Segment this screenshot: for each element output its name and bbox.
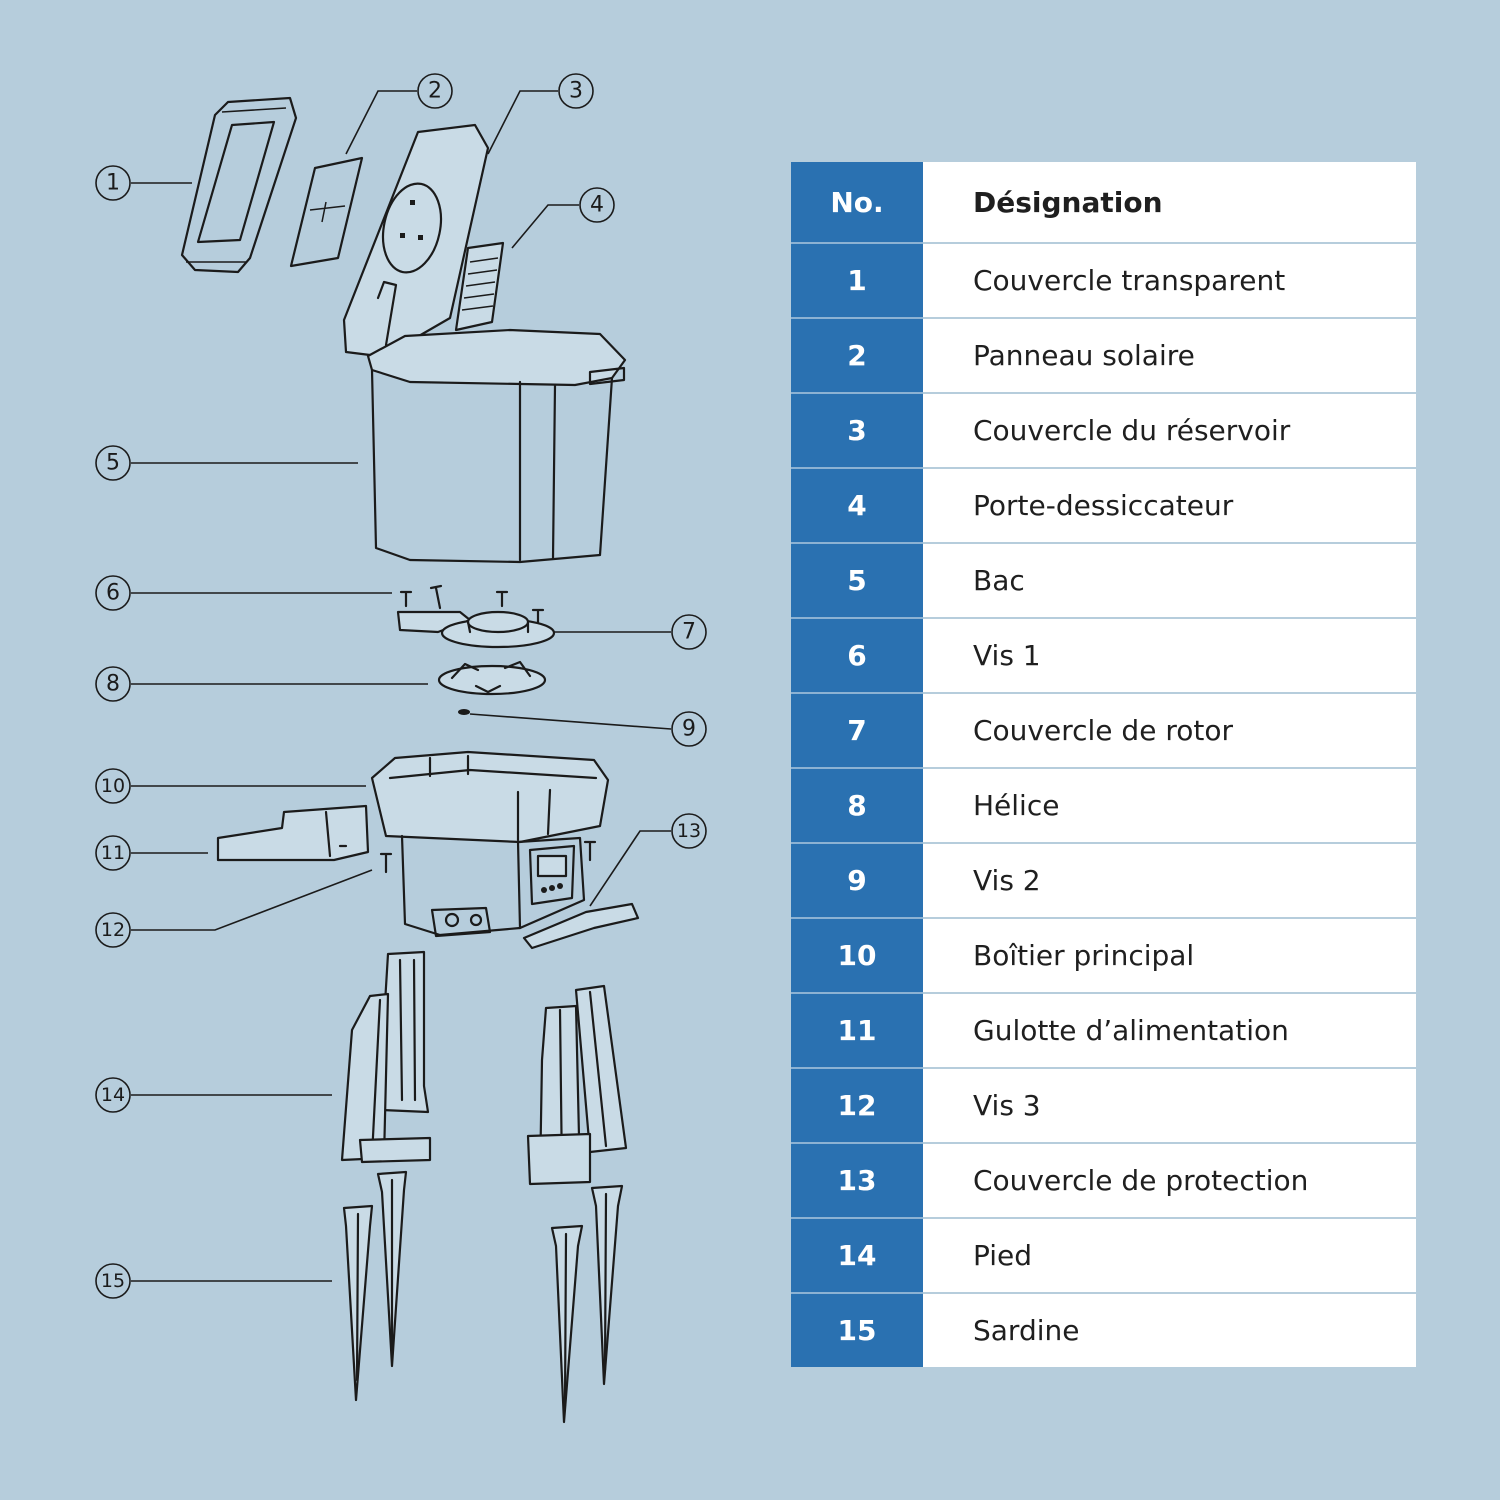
svg-text:1: 1 (106, 171, 120, 196)
row-number: 14 (791, 1217, 923, 1293)
svg-text:2: 2 (428, 79, 442, 104)
part-14-legs (340, 950, 628, 1186)
exploded-diagram: 1 2 3 4 5 6 7 8 9 10 11 12 13 14 15 (95, 73, 707, 1424)
svg-text:13: 13 (677, 820, 701, 842)
row-designation: Pied (923, 1217, 1416, 1293)
row-designation: Vis 2 (923, 842, 1416, 918)
row-number: 8 (791, 767, 923, 843)
row-designation: Couvercle de rotor (923, 692, 1416, 768)
row-designation: Couvercle du réservoir (923, 392, 1416, 468)
row-number: 15 (791, 1292, 923, 1367)
part-4-desiccant-holder (454, 241, 505, 332)
row-designation: Sardine (923, 1292, 1416, 1367)
header-designation: Désignation (973, 185, 1163, 219)
row-number: 9 (791, 842, 923, 918)
svg-text:3: 3 (569, 79, 583, 104)
row-designation: Porte-dessiccateur (923, 467, 1416, 543)
svg-text:6: 6 (106, 581, 120, 606)
callout-6: 6 (95, 575, 131, 611)
row-number: 11 (791, 992, 923, 1068)
svg-text:8: 8 (106, 672, 120, 697)
leader-lines (131, 90, 672, 1282)
row-number: 3 (791, 392, 923, 468)
header-no: No. (791, 162, 923, 243)
row-designation: Panneau solaire (923, 317, 1416, 393)
callout-3: 3 (558, 73, 594, 109)
callout-7: 7 (671, 614, 707, 650)
row-number: 2 (791, 317, 923, 393)
svg-text:5: 5 (106, 451, 120, 476)
part-7-rotor-cover (396, 610, 556, 649)
callout-9: 9 (671, 711, 707, 747)
row-designation: Bac (923, 542, 1416, 618)
svg-text:15: 15 (101, 1270, 125, 1292)
callout-5: 5 (95, 445, 131, 481)
row-designation: Vis 3 (923, 1067, 1416, 1143)
row-number: 1 (791, 242, 923, 318)
row-number: 4 (791, 467, 923, 543)
part-9-screw (458, 709, 470, 715)
callout-4: 4 (579, 187, 615, 223)
part-11-feeding-chute (216, 804, 370, 862)
part-15-stakes (342, 1170, 624, 1424)
row-number: 7 (791, 692, 923, 768)
svg-text:9: 9 (682, 717, 696, 742)
svg-text:4: 4 (590, 193, 604, 218)
svg-text:12: 12 (101, 919, 125, 941)
part-2-solar-panel (289, 156, 364, 268)
callout-11: 11 (95, 835, 131, 871)
part-6-screws (399, 584, 545, 624)
callout-8: 8 (95, 666, 131, 702)
row-designation: Couvercle de protection (923, 1142, 1416, 1218)
callout-10: 10 (95, 768, 131, 804)
part-10-main-housing (370, 750, 610, 938)
callout-2: 2 (417, 73, 453, 109)
part-5-bin (366, 328, 627, 564)
callout-1: 1 (95, 165, 131, 201)
table-header-row: No. Désignation (791, 162, 1416, 243)
callout-14: 14 (95, 1077, 131, 1113)
row-number: 10 (791, 917, 923, 993)
svg-text:7: 7 (682, 620, 696, 645)
row-number: 12 (791, 1067, 923, 1143)
svg-text:10: 10 (101, 775, 125, 797)
row-designation: Gulotte d’alimentation (923, 992, 1416, 1068)
row-designation: Hélice (923, 767, 1416, 843)
part-13-protective-cover (522, 902, 640, 950)
callout-12: 12 (95, 912, 131, 948)
part-1-transparent-cover (180, 96, 298, 274)
row-designation: Vis 1 (923, 617, 1416, 693)
row-number: 5 (791, 542, 923, 618)
callout-13: 13 (671, 813, 707, 849)
part-8-propeller (437, 660, 547, 696)
row-designation: Boîtier principal (923, 917, 1416, 993)
row-number: 13 (791, 1142, 923, 1218)
part-12-screws (379, 840, 597, 874)
svg-text:11: 11 (101, 842, 125, 864)
row-number: 6 (791, 617, 923, 693)
row-designation: Couvercle transparent (923, 242, 1416, 318)
svg-text:14: 14 (101, 1084, 125, 1106)
callout-15: 15 (95, 1263, 131, 1299)
